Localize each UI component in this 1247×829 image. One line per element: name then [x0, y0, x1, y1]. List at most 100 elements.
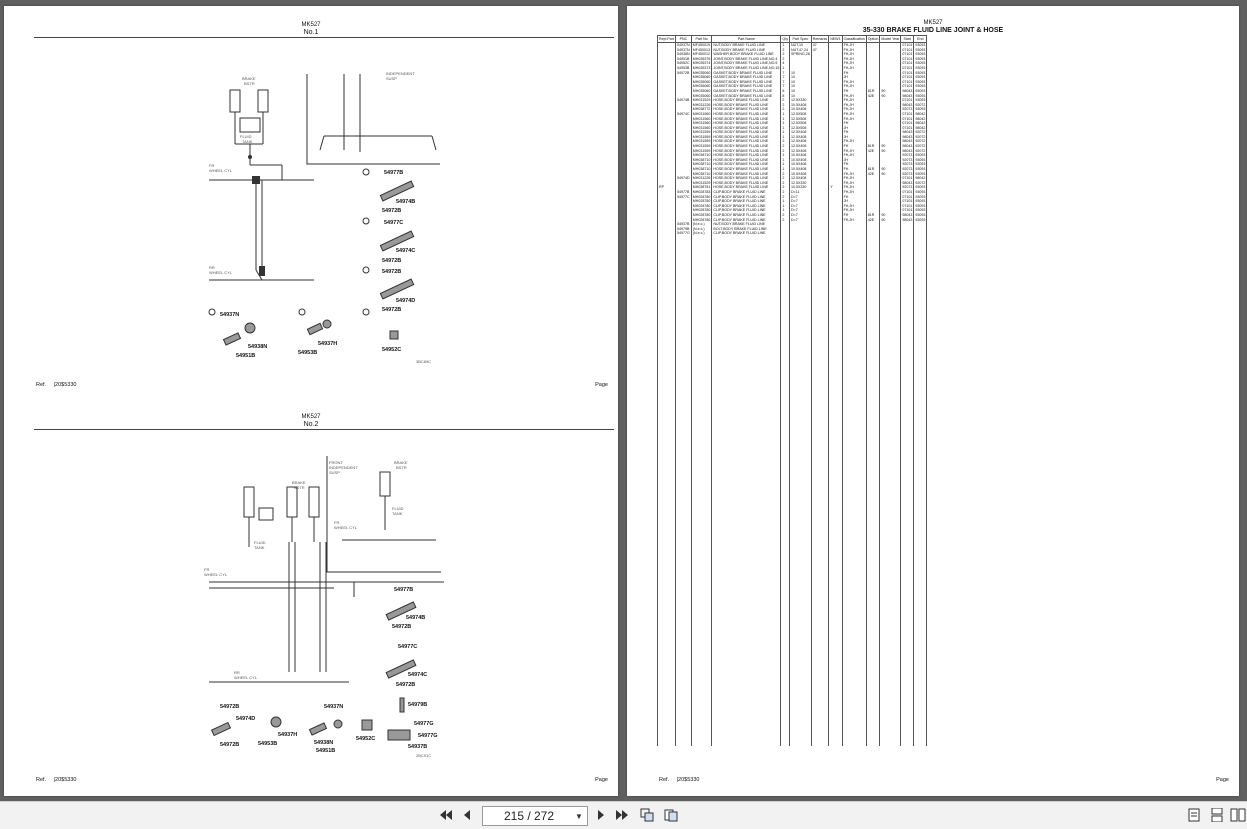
- table-cell: FH,JH: [841, 171, 867, 177]
- table-cell: [828, 47, 843, 53]
- bottom-model: MK527: [301, 414, 321, 420]
- table-cell: [657, 75, 676, 80]
- table-cell: FH: [841, 194, 867, 200]
- continuous-icon[interactable]: [1208, 806, 1226, 824]
- part-callout: 54977B: [394, 587, 413, 593]
- table-cell: 98042: [913, 125, 928, 131]
- table-cell: FH,JH: [841, 153, 867, 158]
- table-cell: [674, 121, 692, 126]
- svg-text:BRAKE: BRAKE: [394, 460, 408, 465]
- table-cell: [674, 171, 692, 177]
- right-page: MK527 35-330 BRAKE FLUID LINE JOINT & HO…: [627, 6, 1239, 796]
- table-cell: FH,JH: [841, 116, 867, 122]
- table-cell: [657, 47, 676, 53]
- table-cell: [657, 148, 676, 154]
- table-cell: FH,JH: [841, 102, 867, 108]
- table-cell: FH,JH: [841, 52, 867, 57]
- table-cell: [674, 208, 692, 213]
- parts-title: 35-330 BRAKE FLUID LINE JOINT & HOSE: [862, 27, 1004, 34]
- table-cell: [674, 180, 692, 186]
- table-cell: [657, 130, 676, 135]
- table-cell: 54974B: [674, 98, 692, 103]
- table-cell: FH,JH: [841, 47, 867, 53]
- table-cell: HOSE,BODY BRAKE FLUID LINE: [711, 148, 782, 154]
- table-cell: CLIP,BODY BRAKE FLUID LINE: [711, 212, 782, 218]
- table-cell: FH,JH: [841, 180, 867, 186]
- single-page-icon[interactable]: [1185, 806, 1203, 824]
- svg-text:BSTR: BSTR: [294, 485, 305, 490]
- table-cell: GASKET,BODY BRAKE FLUID LINE: [711, 93, 782, 99]
- table-cell: [828, 180, 843, 186]
- column-header: Option: [865, 35, 881, 43]
- table-cell: 93093: [913, 70, 928, 76]
- table-cell: 92072: [913, 102, 928, 108]
- table-cell: CLIP,BODY BRAKE FLUID LINE: [711, 231, 782, 236]
- split-view-icon[interactable]: [638, 806, 656, 824]
- table-cell: NUT,BODY BRAKE FLUID LINE: [711, 42, 782, 48]
- table-cell: Y: [828, 185, 843, 190]
- table-cell: FH: [841, 162, 867, 168]
- svg-text:TANK: TANK: [392, 511, 403, 516]
- table-cell: 92072: [913, 144, 928, 149]
- table-cell: [657, 93, 676, 99]
- table-cell: [674, 88, 692, 94]
- table-cell: [828, 222, 843, 227]
- part-callout: 54972B: [220, 704, 239, 710]
- bottom-ref: Ref. |20$5330: [36, 777, 76, 783]
- first-page-icon[interactable]: [437, 806, 455, 824]
- table-filler-cell: [900, 235, 915, 746]
- table-cell: GASKET,BODY BRAKE FLUID LINE: [711, 88, 782, 94]
- table-cell: [828, 194, 843, 200]
- table-cell: FH: [841, 144, 867, 149]
- table-cell: [674, 125, 692, 131]
- table-cell: HOSE,BODY BRAKE FLUID LINE: [711, 111, 782, 117]
- table-cell: [674, 84, 692, 89]
- table-cell: 93093: [913, 98, 928, 103]
- table-cell: HOSE,BODY BRAKE FLUID LINE: [711, 176, 782, 181]
- table-cell: [828, 134, 843, 140]
- table-cell: 93093: [913, 185, 928, 190]
- table-cell: 93093: [913, 162, 928, 168]
- parts-page-label: Page: [1216, 777, 1229, 783]
- table-cell: FH,JH: [841, 79, 867, 85]
- table-cell: FH,JH: [841, 56, 867, 62]
- table-cell: [657, 70, 676, 76]
- table-cell: 92072: [913, 139, 928, 145]
- parts-ref-value: |20$5330: [676, 777, 700, 783]
- part-callout: 54937N: [220, 312, 239, 318]
- table-cell: [657, 52, 676, 57]
- two-page-icon[interactable]: [662, 806, 680, 824]
- table-cell: 54937B: [674, 222, 692, 227]
- label-brake-bstr: BRAKE: [242, 76, 256, 81]
- table-cell: FH: [841, 121, 867, 126]
- page-number-select[interactable]: 215 / 272 ▼: [482, 806, 588, 826]
- part-callout: 54977C: [398, 644, 417, 650]
- next-page-icon[interactable]: [592, 806, 610, 824]
- prev-page-icon[interactable]: [458, 806, 476, 824]
- part-callout: 54972B: [392, 624, 411, 630]
- table-row: 54977G(N.e.c.)CLIP,BODY BRAKE FLUID LINE: [657, 231, 928, 236]
- part-callout: 54974C: [408, 672, 427, 678]
- facing-icon[interactable]: [1229, 806, 1247, 824]
- table-cell: [828, 52, 843, 57]
- table-cell: [674, 130, 692, 135]
- table-cell: 54979B: [674, 226, 692, 232]
- last-page-icon[interactable]: [613, 806, 631, 824]
- table-cell: HOSE,BODY BRAKE FLUID LINE: [711, 107, 782, 112]
- table-cell: [674, 203, 692, 209]
- table-cell: [828, 70, 843, 76]
- table-cell: NUT,BODY BRAKE FLUID LINE: [711, 47, 782, 53]
